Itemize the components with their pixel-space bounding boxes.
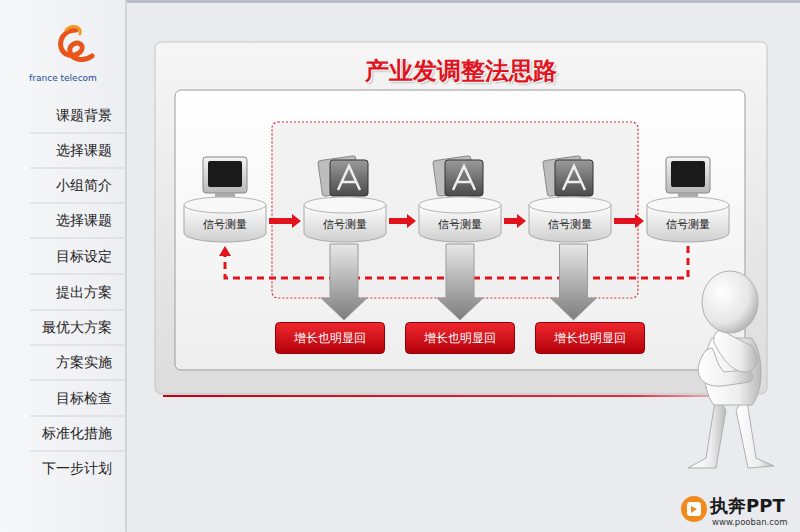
menu-item: 标准化措施	[42, 424, 112, 442]
menu-item: 方案实施	[56, 353, 112, 371]
down-arrow	[321, 244, 367, 320]
node-label: 信号测量	[183, 218, 267, 232]
monitor-icon	[203, 157, 247, 199]
figure-illustration	[688, 271, 774, 468]
app-icon	[543, 156, 593, 197]
flow-arrow	[389, 214, 416, 228]
box-label: 增长也明显回	[405, 330, 515, 346]
flow-arrow	[614, 214, 644, 228]
down-arrow	[437, 244, 483, 320]
app-icon	[433, 156, 483, 197]
disk-node: 信号测量	[303, 196, 387, 242]
menu-item: 提出方案	[56, 283, 112, 301]
menu-item: 选择课题	[56, 141, 112, 159]
menu-item: 下一步计划	[42, 459, 112, 477]
node-label: 信号测量	[303, 218, 387, 232]
disk-node: 信号测量	[183, 196, 267, 242]
disk-node: 信号测量	[528, 196, 612, 242]
node-label: 信号测量	[418, 218, 502, 232]
result-box: 增长也明显回	[405, 322, 515, 354]
disk-node: 信号测量	[646, 196, 730, 242]
monitor-icon	[666, 157, 710, 199]
result-box: 增长也明显回	[275, 322, 385, 354]
watermark-text: 执奔PPT	[710, 496, 785, 516]
disk-node: 信号测量	[418, 196, 502, 242]
flow-arrow	[269, 214, 301, 228]
box-label: 增长也明显回	[275, 330, 385, 346]
node-label: 信号测量	[528, 218, 612, 232]
menu-item: 目标设定	[56, 247, 112, 265]
menu-item: 目标检查	[56, 389, 112, 407]
watermark-icon	[681, 496, 707, 522]
node-label: 信号测量	[646, 218, 730, 232]
menu-item: 选择课题	[56, 211, 112, 229]
down-arrow	[551, 244, 597, 320]
diagram-title: 产业发调整法思路	[155, 56, 767, 86]
watermark-url: www.pooban.com	[712, 517, 787, 527]
result-box: 增长也明显回	[535, 322, 645, 354]
logo-text: france telecom	[29, 72, 97, 84]
box-label: 增长也明显回	[535, 330, 645, 346]
app-icon	[318, 156, 368, 197]
menu-item: 课题背景	[56, 106, 112, 124]
menu-item: 最优大方案	[42, 318, 112, 336]
flow-arrow	[504, 214, 526, 228]
logo-mark	[61, 27, 92, 60]
menu-item: 小组简介	[56, 176, 112, 194]
